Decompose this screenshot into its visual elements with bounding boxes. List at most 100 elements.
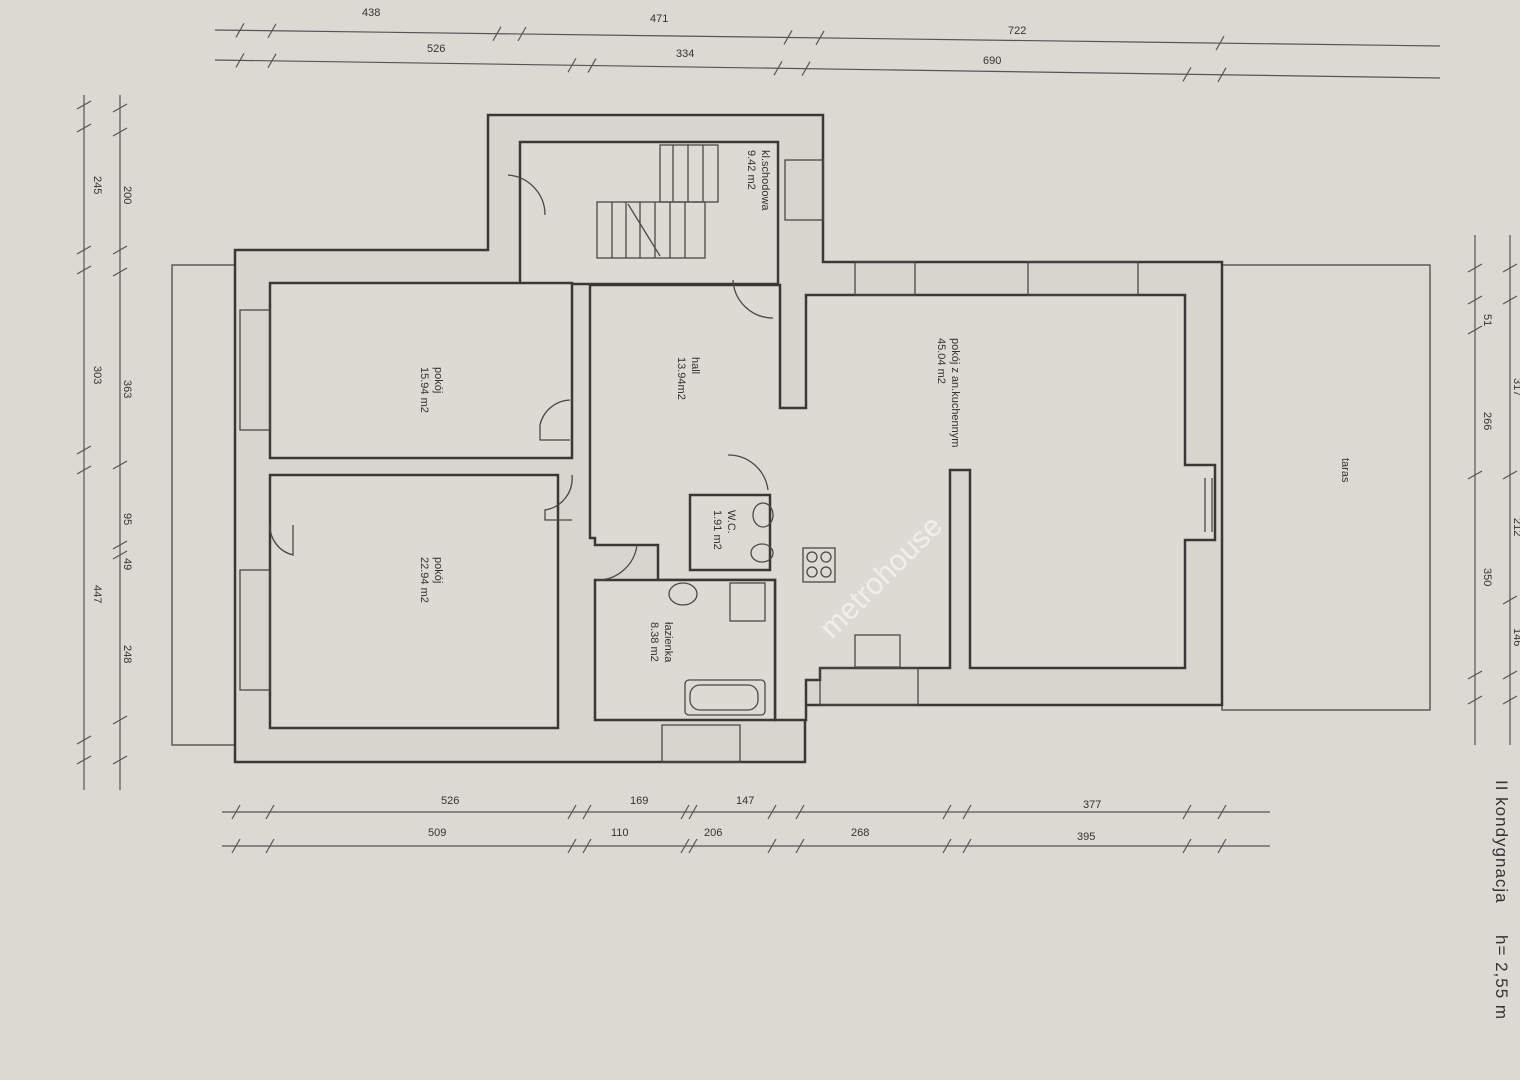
room-small-area: 15.94 m2: [418, 367, 430, 413]
dim-bottom-2-0: 509: [428, 827, 446, 839]
wc-room: [688, 493, 772, 572]
dimension-tick: [1182, 838, 1192, 854]
dimension-tick: [1217, 67, 1227, 83]
room-large-name: pokój: [432, 557, 444, 583]
dimension-tick: [567, 804, 577, 820]
dim-right-outer-0: 317: [1511, 378, 1520, 396]
terrace: [1221, 264, 1431, 711]
dim-right-inner-0: 51: [1481, 314, 1493, 326]
dimension-tick: [112, 267, 128, 277]
dim-left-inner-2: 95: [121, 513, 133, 525]
dimension-tick: [231, 838, 241, 854]
dim-bottom-1-0: 526: [441, 795, 459, 807]
dim-line-top-1: [214, 29, 1441, 47]
washbasin-icon: [668, 582, 698, 606]
dimension-tick: [582, 804, 592, 820]
dim-top-1-2: 722: [1008, 25, 1026, 37]
dimension-tick: [1502, 595, 1518, 605]
stairwell-name: kl.schodowa: [759, 150, 771, 211]
dimension-tick: [1217, 838, 1227, 854]
dimension-tick: [112, 103, 128, 113]
dimension-tick: [76, 445, 92, 455]
dimension-tick: [267, 23, 277, 39]
dim-right-inner-2: 350: [1481, 568, 1493, 586]
dim-bottom-2-4: 395: [1077, 831, 1095, 843]
dimension-tick: [112, 460, 128, 470]
dimension-tick: [567, 838, 577, 854]
dimension-tick: [1502, 470, 1518, 480]
dimension-tick: [1215, 35, 1225, 51]
dimension-tick: [76, 465, 92, 475]
room-small-name: pokój: [432, 367, 444, 393]
dim-top-2-0: 526: [427, 43, 445, 55]
dimension-tick: [112, 127, 128, 137]
room-large: [268, 473, 560, 730]
dimension-tick: [76, 755, 92, 765]
dimension-tick: [680, 838, 690, 854]
stairwell-area: 9.42 m2: [745, 150, 757, 190]
dim-bottom-2-2: 206: [704, 827, 722, 839]
dim-bottom-2-1: 110: [611, 827, 629, 839]
dimension-tick: [1467, 695, 1483, 705]
dim-left-inner-0: 200: [121, 186, 133, 204]
dim-left-outer-1: 303: [91, 366, 103, 384]
floor-label: II kondygnacja: [1492, 780, 1511, 904]
dim-line-top-2: [214, 59, 1441, 79]
dimension-tick: [76, 245, 92, 255]
height-label: h= 2,55 m: [1492, 935, 1511, 1020]
dim-bottom-1-3: 377: [1083, 799, 1101, 811]
dimension-tick: [76, 100, 92, 110]
dimension-tick: [688, 838, 698, 854]
hall-area: 13.94m2: [675, 357, 687, 400]
dimension-tick: [795, 838, 805, 854]
dimension-tick: [783, 30, 793, 45]
dimension-tick: [1182, 804, 1192, 820]
dim-left-outer-2: 447: [91, 585, 103, 603]
dimension-tick: [112, 540, 128, 550]
hall-and-living-room: [588, 283, 1217, 722]
dimension-tick: [235, 53, 245, 68]
dimension-tick: [76, 265, 92, 275]
dimension-tick: [76, 123, 92, 133]
dim-right-outer-2: 146: [1511, 628, 1520, 646]
dimension-tick: [112, 755, 128, 765]
wc-area: 1.91 m2: [711, 510, 723, 550]
dimension-lines: [76, 23, 1518, 854]
dimension-tick: [112, 245, 128, 255]
room-large-area: 22.94 m2: [418, 557, 430, 603]
dimension-tick: [795, 804, 805, 820]
toilet-icon: [750, 543, 774, 563]
dim-top-2-2: 690: [983, 55, 1001, 67]
bathtub-icon: [684, 679, 766, 716]
left-balcony: [171, 264, 236, 746]
hall-name: hall: [689, 357, 701, 374]
wc-name: W.C.: [725, 510, 737, 534]
bathroom-name: łazienka: [662, 622, 674, 663]
dim-top-1-1: 471: [650, 13, 668, 25]
dimension-tick: [1467, 263, 1483, 273]
dimension-tick: [1502, 670, 1518, 680]
staircase: [596, 144, 719, 259]
dimension-tick: [112, 715, 128, 725]
room-small: [268, 281, 574, 460]
kitchen-sink-icon: [854, 634, 901, 668]
dim-left-outer-0: 245: [91, 176, 103, 194]
dimension-tick: [942, 838, 952, 854]
wc-sink-icon: [752, 502, 774, 528]
dim-right-inner-1: 266: [1481, 412, 1493, 430]
dimension-tick: [1467, 325, 1483, 335]
dimension-tick: [267, 53, 277, 69]
dimension-tick: [231, 804, 241, 820]
dimension-tick: [767, 838, 777, 854]
dim-bottom-1-1: 169: [630, 795, 648, 807]
dimension-tick: [492, 26, 502, 41]
dimension-tick: [1182, 66, 1192, 82]
living-name: pokój z an.kuchennym: [949, 338, 961, 447]
dim-bottom-2-3: 268: [851, 827, 869, 839]
dimension-tick: [815, 30, 825, 46]
dimension-tick: [517, 26, 527, 42]
stove-icon: [802, 547, 836, 583]
fixtures: [668, 502, 901, 716]
dimension-tick: [587, 58, 597, 73]
dimension-tick: [801, 61, 811, 76]
